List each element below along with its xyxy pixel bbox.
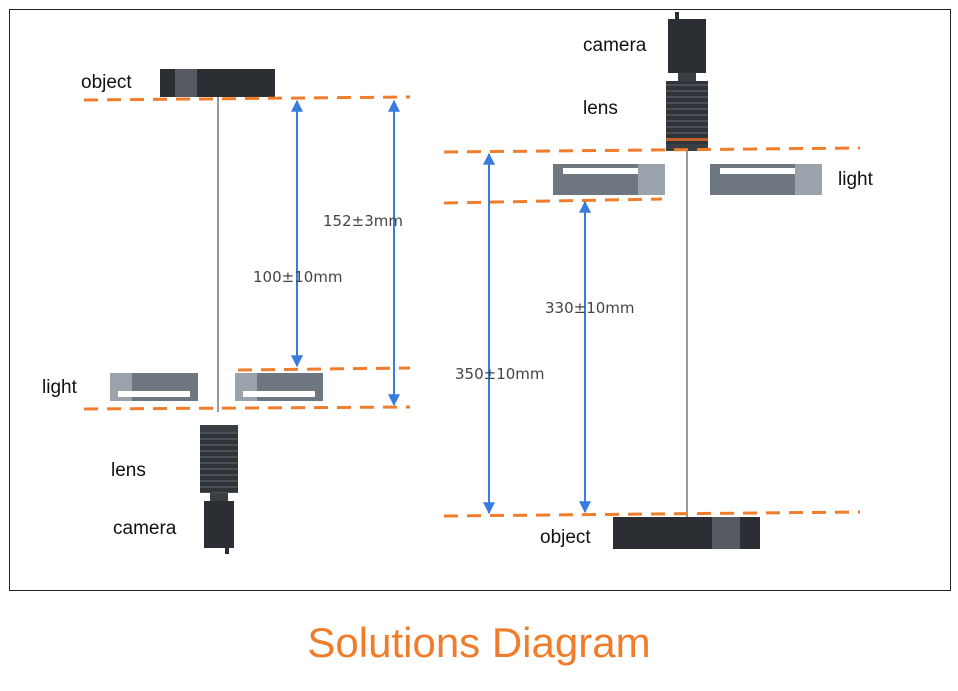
diagram-caption: Solutions Diagram <box>307 619 651 666</box>
left-light-left <box>110 373 198 401</box>
right-camera-label: camera <box>583 35 647 56</box>
left-lens-label: lens <box>111 460 146 481</box>
left-setup <box>83 69 411 554</box>
right-dim-350mm: 350±10mm <box>455 365 545 383</box>
right-light-right <box>710 164 822 195</box>
right-object-block <box>613 517 760 549</box>
right-guide-lens <box>443 146 861 154</box>
left-dim-100mm: 100±10mm <box>253 268 343 286</box>
right-guide-object <box>443 510 861 518</box>
right-lens <box>666 81 708 151</box>
left-camera-label: camera <box>113 518 177 539</box>
left-light-right <box>235 373 323 401</box>
left-guide-light-top <box>237 366 411 372</box>
right-dim-330mm: 330±10mm <box>545 299 635 317</box>
left-lens <box>200 425 238 501</box>
left-light-label: light <box>42 377 77 398</box>
left-guide-object <box>83 95 411 102</box>
left-object-block <box>160 69 275 97</box>
right-lens-label: lens <box>583 98 618 119</box>
left-dim-152mm: 152±3mm <box>323 212 403 230</box>
left-object-label: object <box>81 72 132 93</box>
left-camera <box>204 501 234 554</box>
diagram-frame <box>9 9 951 591</box>
right-object-label: object <box>540 527 591 548</box>
right-light-left <box>553 164 665 195</box>
right-light-label: light <box>838 169 873 190</box>
left-guide-lens <box>83 405 411 411</box>
right-guide-light <box>443 197 663 205</box>
right-setup <box>443 12 861 549</box>
right-camera <box>668 12 706 81</box>
